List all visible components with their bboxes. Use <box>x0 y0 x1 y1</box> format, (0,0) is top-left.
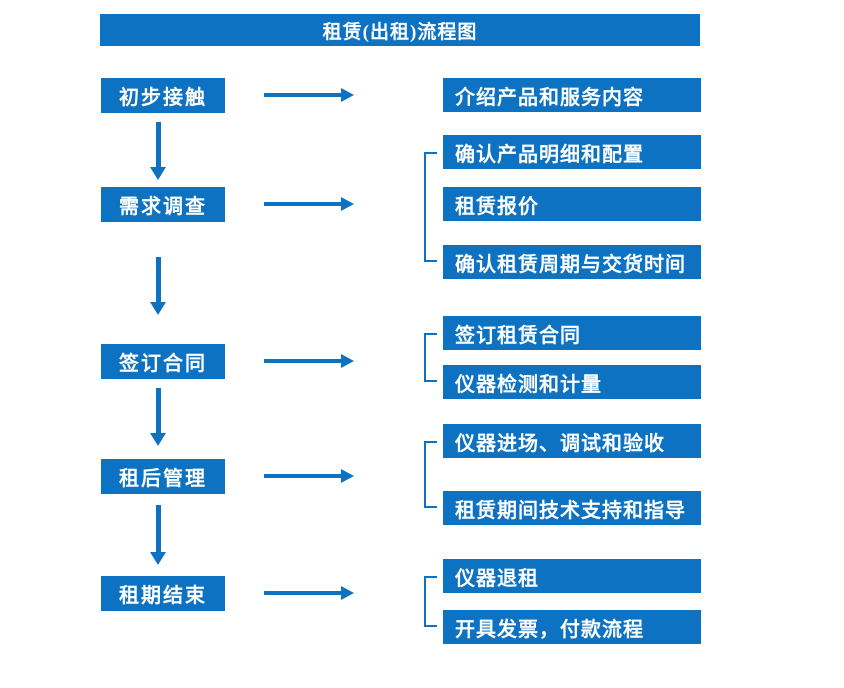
detail-box: 签订租赁合同 <box>443 316 701 350</box>
detail-box: 确认租赁周期与交货时间 <box>443 245 701 279</box>
detail-box: 开具发票，付款流程 <box>443 610 701 644</box>
step-label: 需求调查 <box>119 196 207 218</box>
detail-label: 开具发票，付款流程 <box>455 618 644 641</box>
detail-label: 确认产品明细和配置 <box>455 143 644 166</box>
detail-label: 租赁期间技术支持和指导 <box>455 499 686 522</box>
detail-box: 确认产品明细和配置 <box>443 135 701 169</box>
detail-label: 签订租赁合同 <box>455 324 581 347</box>
right-arrow-icon <box>264 197 354 211</box>
detail-box: 租赁期间技术支持和指导 <box>443 491 701 525</box>
detail-box: 仪器进场、调试和验收 <box>443 424 701 458</box>
detail-label: 介绍产品和服务内容 <box>455 86 644 109</box>
step-label: 租后管理 <box>119 468 207 490</box>
detail-box: 介绍产品和服务内容 <box>443 78 701 112</box>
detail-label: 租赁报价 <box>455 195 539 218</box>
detail-box: 仪器退租 <box>443 559 701 593</box>
step-box-rental-end: 租期结束 <box>101 576 225 611</box>
detail-box: 仪器检测和计量 <box>443 365 701 399</box>
detail-label: 仪器检测和计量 <box>455 373 602 396</box>
group-bracket <box>424 441 437 508</box>
group-bracket <box>424 333 437 382</box>
down-arrow-icon <box>150 257 166 315</box>
right-arrow-icon <box>264 469 354 483</box>
step-label: 签订合同 <box>119 353 207 375</box>
detail-label: 确认租赁周期与交货时间 <box>455 253 686 276</box>
detail-label: 仪器退租 <box>455 567 539 590</box>
detail-label: 仪器进场、调试和验收 <box>455 432 665 455</box>
group-bracket <box>424 152 437 262</box>
step-label: 租期结束 <box>119 585 207 607</box>
group-bracket <box>424 576 437 627</box>
right-arrow-icon <box>264 88 354 102</box>
step-box-sign-contract: 签订合同 <box>101 344 225 379</box>
down-arrow-icon <box>150 122 166 180</box>
right-arrow-icon <box>264 586 354 600</box>
down-arrow-icon <box>150 388 166 446</box>
step-label: 初步接触 <box>119 87 207 109</box>
down-arrow-icon <box>150 505 166 565</box>
page-title: 租赁(出租)流程图 <box>322 21 478 43</box>
step-box-initial-contact: 初步接触 <box>101 78 225 113</box>
title-bar: 租赁(出租)流程图 <box>100 14 700 46</box>
detail-box: 租赁报价 <box>443 187 701 221</box>
right-arrow-icon <box>264 354 354 368</box>
step-box-post-rental-management: 租后管理 <box>101 459 225 494</box>
step-box-demand-survey: 需求调查 <box>101 187 225 222</box>
